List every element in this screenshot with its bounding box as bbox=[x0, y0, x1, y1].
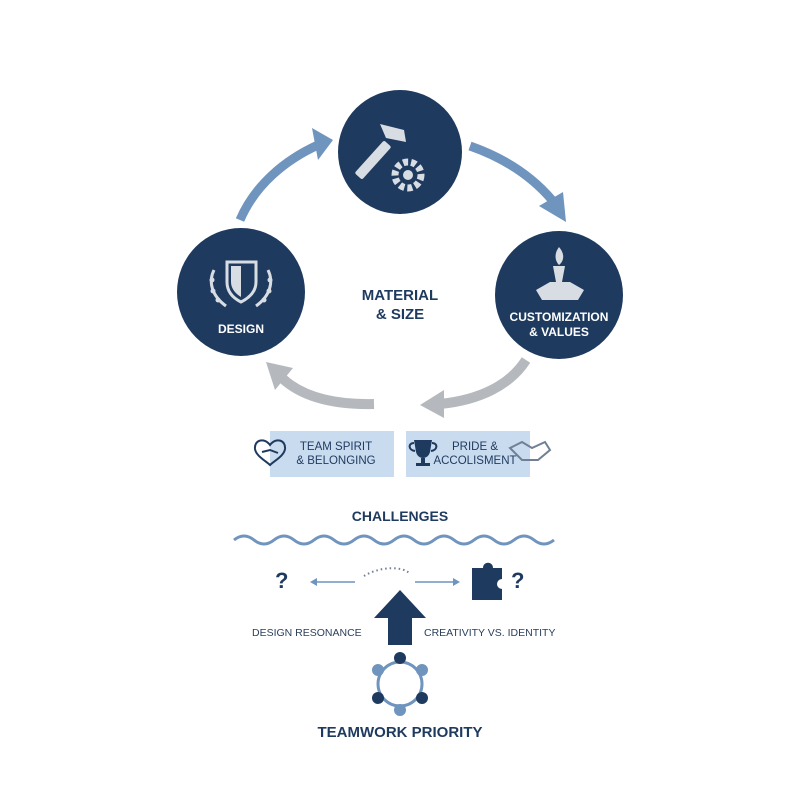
question-mark-right-icon: ? bbox=[511, 568, 525, 593]
cycle-arrow-design-to-top bbox=[235, 140, 320, 222]
pride-text: Pride & Accolisment bbox=[430, 440, 520, 468]
customization-node-label: Customization & Values bbox=[499, 310, 619, 340]
question-mark-left-icon: ? bbox=[275, 568, 289, 593]
cycle-arrowhead-left bbox=[266, 362, 293, 390]
team-spirit-line2: & Belonging bbox=[296, 455, 376, 467]
creativity-identity-label: Creativity vs. Identity bbox=[424, 627, 556, 639]
torch-handshake-icon bbox=[536, 247, 584, 300]
puzzle-piece-icon bbox=[472, 562, 507, 600]
customization-line1: Customization bbox=[509, 310, 609, 324]
cycle-arrowhead-top bbox=[312, 128, 333, 160]
center-label: Material & Size bbox=[330, 286, 470, 324]
challenge-arrowhead-left bbox=[310, 578, 317, 586]
customization-line2: & Values bbox=[529, 325, 589, 339]
heart-handshake-icon bbox=[253, 439, 287, 467]
cycle-arrow-right-to-bottom bbox=[439, 357, 531, 409]
team-spirit-line1: Team Spirit bbox=[299, 441, 373, 453]
shield-laurel-icon bbox=[209, 260, 273, 308]
hammer-gear-icon bbox=[355, 124, 425, 192]
challenge-arrowhead-right bbox=[453, 578, 460, 586]
center-label-line2: & Size bbox=[375, 306, 425, 323]
cycle-arrowhead-right bbox=[539, 192, 566, 222]
challenges-title: Challenges bbox=[351, 508, 449, 524]
handshake-icon bbox=[508, 440, 552, 461]
cycle-arrowhead-bottom bbox=[420, 390, 444, 418]
dotted-arc bbox=[363, 567, 411, 577]
teamwork-priority-label: Teamwork Priority bbox=[317, 724, 483, 741]
cycle-arrow-bottom-to-left bbox=[278, 374, 375, 410]
priority-up-arrow bbox=[374, 590, 426, 645]
pride-line2: Accolisment bbox=[433, 455, 517, 467]
cycle-arrow-top-to-right bbox=[468, 141, 556, 203]
center-label-line1: Material bbox=[361, 287, 439, 304]
trophy-icon bbox=[408, 440, 438, 466]
design-node-label: Design bbox=[217, 322, 264, 336]
design-resonance-label: Design Resonance bbox=[252, 627, 362, 639]
pride-line1: Pride & bbox=[451, 441, 498, 453]
team-spirit-text: Team Spirit & Belonging bbox=[284, 440, 388, 468]
outcome-box-team-spirit bbox=[270, 431, 394, 477]
top-node-circle bbox=[338, 90, 462, 214]
challenges-wave bbox=[233, 534, 555, 546]
team-circle-icon bbox=[372, 652, 428, 716]
